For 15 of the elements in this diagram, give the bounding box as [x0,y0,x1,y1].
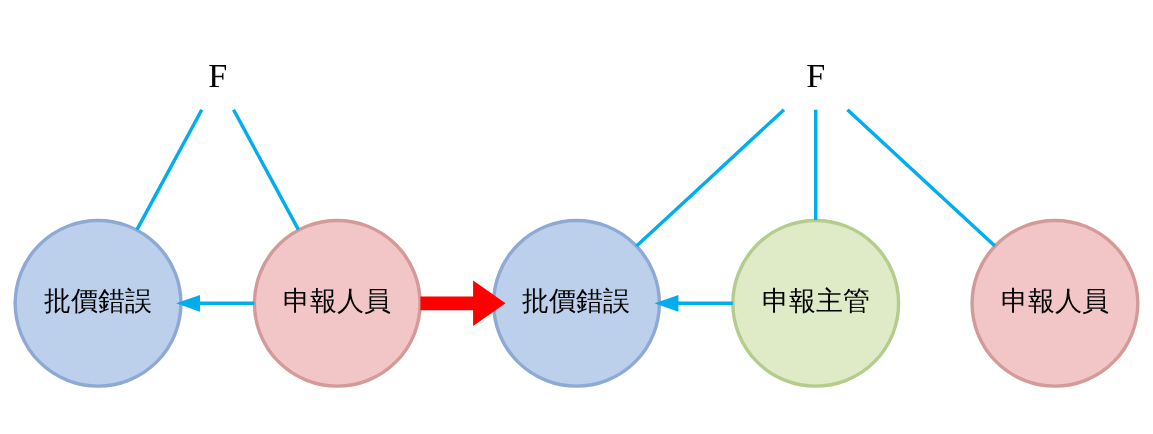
node-circle: 申報人員 [252,218,422,388]
node-circle: 批價錯誤 [13,218,183,388]
connector [635,108,786,248]
arrow [654,294,733,312]
arrow [176,294,255,312]
node-text: F [208,57,228,95]
connector [814,109,818,221]
node-circle: 批價錯誤 [491,218,662,388]
connector [232,108,300,231]
connector [135,108,204,231]
node-circle: 申報人員 [970,218,1140,388]
node-text: F [806,57,826,95]
node-circle: 申報主管 [731,218,901,388]
arrow [420,280,506,326]
connector [846,108,997,248]
